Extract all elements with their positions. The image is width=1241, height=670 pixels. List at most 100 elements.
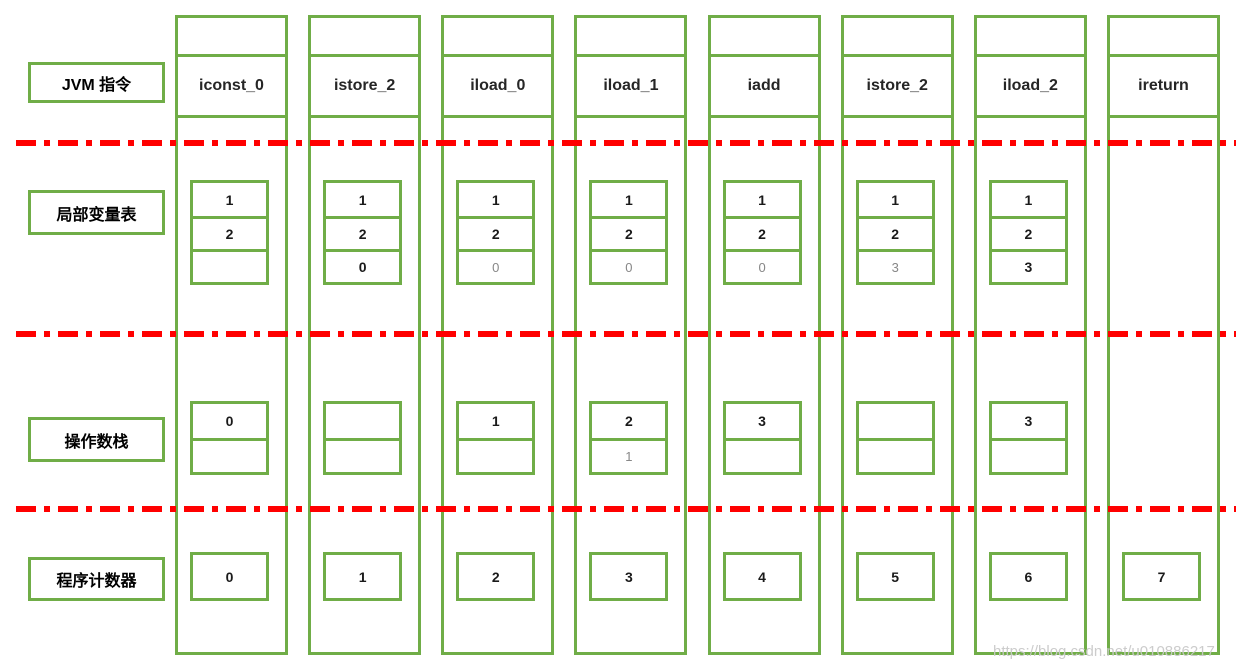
program-counter-cell: 2 <box>459 555 533 598</box>
column-header-empty-cell <box>710 18 818 57</box>
row-label-local-variable-table-text: 局部变量表 <box>56 206 137 224</box>
operand-stack-slot <box>459 438 533 472</box>
local-variable-slot-value: 2 <box>358 226 367 242</box>
local-variable-slot-value: 0 <box>492 259 500 275</box>
program-counter-box: 4 <box>722 552 802 601</box>
local-variable-slot: 1 <box>725 183 799 216</box>
local-variable-slot-value: 2 <box>625 226 633 242</box>
program-counter-box: 6 <box>988 552 1068 601</box>
row-label-operand-stack: 操作数栈 <box>28 417 165 462</box>
instruction-label: ireturn <box>1109 57 1217 118</box>
column-body: 1 2 0 3 4 <box>711 118 818 652</box>
local-variable-slot-value: 3 <box>891 259 899 275</box>
operand-stack-slot <box>326 404 400 438</box>
local-variable-slot: 0 <box>459 249 533 282</box>
program-counter-cell-value: 4 <box>758 568 766 585</box>
program-counter-cell-value: 2 <box>491 568 500 585</box>
row-label-jvm-instruction: JVM 指令 <box>28 62 165 103</box>
program-counter-cell-value: 6 <box>1024 568 1033 585</box>
column-header-empty-cell <box>577 18 685 57</box>
operand-stack-slot <box>991 438 1065 472</box>
program-counter-cell-value: 7 <box>1157 568 1166 585</box>
operand-stack-slot: 3 <box>991 404 1065 438</box>
program-counter-cell-value: 0 <box>225 568 234 585</box>
program-counter-box: 5 <box>855 552 935 601</box>
instruction-label: istore_2 <box>311 57 419 118</box>
operand-stack-box: 1 <box>456 401 536 475</box>
local-variable-slot-value: 2 <box>891 226 900 242</box>
local-variable-slot: 3 <box>991 249 1065 282</box>
column-body: 1 2 0 1 <box>311 118 418 652</box>
instruction-label: iadd <box>710 57 818 118</box>
local-variable-slot: 1 <box>991 183 1065 216</box>
local-variable-slot: 1 <box>326 183 400 216</box>
row-label-operand-stack-text: 操作数栈 <box>64 433 129 451</box>
program-counter-box: 2 <box>456 552 536 601</box>
local-variable-table-box: 1 2 0 <box>722 180 802 285</box>
instruction-column: istore_2 1 2 0 1 <box>308 15 422 655</box>
red-dashdot-divider-top <box>16 140 1236 146</box>
program-counter-cell: 1 <box>326 555 400 598</box>
operand-stack-box: 3 <box>988 401 1068 475</box>
operand-stack-slot <box>326 438 400 472</box>
program-counter-cell-value: 5 <box>891 568 900 585</box>
row-label-program-counter-text: 程序计数器 <box>56 573 137 590</box>
operand-stack-slot-value: 2 <box>625 413 633 429</box>
operand-stack-box <box>855 401 935 475</box>
local-variable-slot-value: 2 <box>1024 226 1033 242</box>
local-variable-slot: 1 <box>858 183 932 216</box>
local-variable-slot: 3 <box>858 249 932 282</box>
local-variable-slot-value: 0 <box>758 259 766 275</box>
local-variable-slot: 2 <box>858 216 932 249</box>
local-variable-slot: 2 <box>459 216 533 249</box>
program-counter-cell: 4 <box>725 555 799 598</box>
program-counter-box: 3 <box>589 552 669 601</box>
row-label-jvm-instruction-text: JVM 指令 <box>61 76 132 94</box>
operand-stack-slot-value: 0 <box>225 413 234 429</box>
red-dashdot-divider-bottom <box>16 506 1236 512</box>
operand-stack-slot: 1 <box>592 438 666 472</box>
operand-stack-slot-value: 3 <box>1024 413 1033 429</box>
local-variable-table-box: 1 2 0 <box>323 180 403 285</box>
operand-stack-slot: 1 <box>459 404 533 438</box>
local-variable-slot-value: 1 <box>758 191 766 208</box>
operand-stack-box <box>323 401 403 475</box>
program-counter-cell: 5 <box>858 555 932 598</box>
program-counter-cell-value: 3 <box>625 568 633 585</box>
instruction-label: iload_1 <box>577 57 685 118</box>
operand-stack-slot <box>193 438 266 472</box>
local-variable-slot-value: 1 <box>358 191 367 208</box>
operand-stack-slot: 0 <box>193 404 266 438</box>
local-variable-slot-value: 1 <box>1024 191 1033 208</box>
column-header-empty-cell <box>311 18 419 57</box>
operand-stack-slot: 2 <box>592 404 666 438</box>
row-label-local-variable-table: 局部变量表 <box>28 190 165 235</box>
column-body: 7 <box>1110 118 1217 652</box>
program-counter-box: 0 <box>190 552 269 601</box>
operand-stack-slot-value: 1 <box>625 449 633 464</box>
operand-stack-slot-value: 1 <box>491 413 500 429</box>
local-variable-slot: 2 <box>193 216 266 249</box>
local-variable-slot-value: 2 <box>758 226 766 242</box>
local-variable-slot: 1 <box>193 183 266 216</box>
operand-stack-slot: 3 <box>725 404 799 438</box>
local-variable-slot-value: 2 <box>225 226 234 242</box>
instruction-label: iload_2 <box>976 57 1084 118</box>
operand-stack-slot-value: 3 <box>758 413 766 429</box>
program-counter-cell: 3 <box>592 555 666 598</box>
local-variable-slot-value: 2 <box>491 226 500 242</box>
red-dashdot-divider-middle <box>16 331 1236 337</box>
operand-stack-box: 0 <box>190 401 269 475</box>
watermark-url: https://blog.csdn.net/u010886217 <box>993 643 1215 660</box>
local-variable-table-box: 1 2 3 <box>855 180 935 285</box>
local-variable-slot <box>193 249 266 282</box>
local-variable-slot: 0 <box>326 249 400 282</box>
local-variable-slot-value: 1 <box>225 191 234 208</box>
